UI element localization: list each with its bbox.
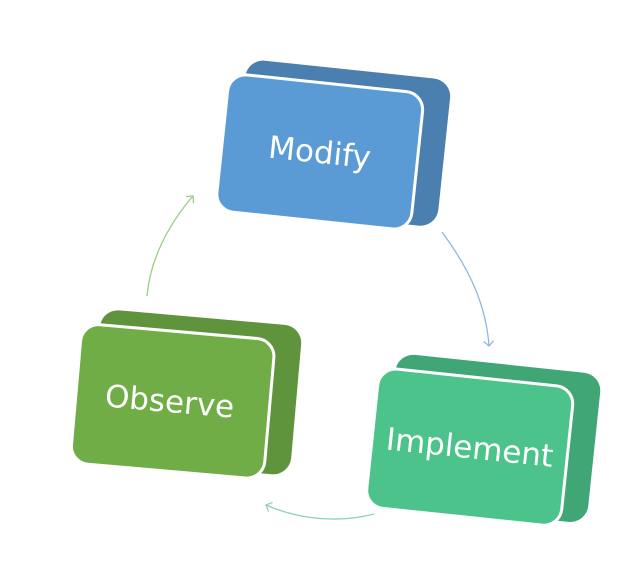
node-modify-face — [215, 73, 425, 231]
arrow-modify-to-implement — [441, 231, 495, 347]
arrow-observe-to-modify — [146, 195, 195, 297]
arrow-implement-to-observe — [265, 501, 375, 520]
node-observe: Observe — [69, 310, 302, 480]
node-implement-face — [365, 367, 575, 527]
node-modify: Modify — [215, 60, 451, 231]
node-implement: Implement — [365, 354, 601, 527]
node-observe-face — [69, 323, 276, 480]
